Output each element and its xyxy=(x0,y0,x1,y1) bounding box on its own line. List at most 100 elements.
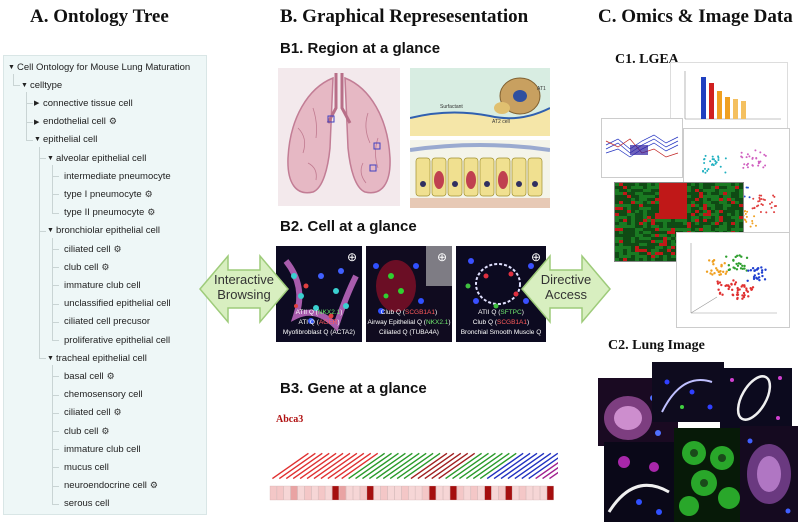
heat-cell[interactable] xyxy=(443,485,450,501)
heat-cell[interactable] xyxy=(346,485,353,501)
heat-cell[interactable] xyxy=(498,485,506,501)
cell-marker-line[interactable]: Airway Epithelial Q (NKX2.1) xyxy=(366,318,452,328)
heat-cell[interactable] xyxy=(470,485,478,501)
heat-cell[interactable] xyxy=(380,485,388,501)
tree-node[interactable]: chemosensory cell xyxy=(60,388,143,402)
tree-node[interactable]: immature club cell xyxy=(60,278,141,292)
heat-cell[interactable] xyxy=(463,485,471,501)
heat-cell[interactable] xyxy=(436,485,443,501)
heat-cell[interactable] xyxy=(332,485,340,501)
cell-marker-line[interactable]: Myofibroblast Q (ACTA2) xyxy=(276,328,362,338)
lung-image-3[interactable] xyxy=(720,368,792,428)
collapse-toggle-icon[interactable]: ▶ xyxy=(34,118,40,126)
tree-node[interactable]: ▼bronchiolar epithelial cell xyxy=(47,224,160,238)
heat-cell[interactable] xyxy=(304,485,312,501)
expand-toggle-icon[interactable]: ▼ xyxy=(47,154,54,162)
gear-icon[interactable]: ⚙ xyxy=(101,425,110,436)
tree-node[interactable]: ▼epithelial cell xyxy=(34,133,97,147)
heat-cell[interactable] xyxy=(325,485,333,501)
cell-image-1[interactable]: ⊕ ATII Q (NKX2.1)ATI Q (AGER)Myofibrobla… xyxy=(276,246,362,342)
tree-node[interactable]: ▼alveolar epithelial cell xyxy=(47,151,146,165)
heat-cell[interactable] xyxy=(366,485,374,501)
lung-region-image[interactable] xyxy=(278,68,400,206)
heat-cell[interactable] xyxy=(290,485,298,501)
cell-marker-line[interactable]: Club Q (SCGB1A1) xyxy=(366,308,452,318)
heat-cell[interactable] xyxy=(477,485,485,501)
expand-toggle-icon[interactable]: ▼ xyxy=(21,81,28,89)
cell-image-3[interactable]: ⊕ ATII Q (SFTPC)Club Q (SCGB1A1)Bronchia… xyxy=(456,246,546,342)
heat-cell[interactable] xyxy=(297,485,305,501)
heat-cell[interactable] xyxy=(519,485,527,501)
tree-node[interactable]: serous cell xyxy=(60,497,109,511)
cell-marker-line[interactable]: ATII Q (NKX2.1) xyxy=(276,308,362,318)
heat-cell[interactable] xyxy=(408,485,416,501)
heat-cell[interactable] xyxy=(352,485,360,501)
cell-marker-line[interactable]: ATII Q (SFTPC) xyxy=(456,308,546,318)
heat-cell[interactable] xyxy=(373,485,381,501)
gene-heatmap[interactable] xyxy=(268,426,558,522)
lgea-bar-chart-thumbnail[interactable] xyxy=(670,62,788,134)
gear-icon[interactable]: ⚙ xyxy=(149,480,158,491)
gear-icon[interactable]: ⚙ xyxy=(101,261,110,272)
heat-cell[interactable] xyxy=(276,485,284,501)
expand-toggle-icon[interactable]: ▼ xyxy=(8,63,15,71)
lgea-line-chart-thumbnail[interactable] xyxy=(601,118,683,178)
alveolus-diagram[interactable]: Surfactant AT2 cell AT1 xyxy=(410,68,550,136)
tree-node[interactable]: ciliated cell⚙ xyxy=(60,242,122,256)
heat-cell[interactable] xyxy=(387,485,395,501)
lung-image-2[interactable] xyxy=(652,362,724,422)
heat-cell[interactable] xyxy=(505,485,513,501)
heat-cell[interactable] xyxy=(269,485,277,501)
heat-cell[interactable] xyxy=(415,485,423,501)
cell-image-2[interactable]: ⊕ Club Q (SCGB1A1)Airway Epithelial Q (N… xyxy=(366,246,452,342)
cell-marker-line[interactable]: Bronchial Smooth Muscle Q xyxy=(456,328,546,338)
zoom-icon[interactable]: ⊕ xyxy=(530,250,541,264)
heat-cell[interactable] xyxy=(484,485,492,501)
cell-marker-line[interactable]: Club Q (SCGB1A1) xyxy=(456,318,546,328)
gear-icon[interactable]: ⚙ xyxy=(113,243,122,254)
lung-image-6[interactable] xyxy=(740,426,798,522)
heat-cell[interactable] xyxy=(533,485,540,501)
heat-cell[interactable] xyxy=(512,485,520,501)
tree-node[interactable]: ▼tracheal epithelial cell xyxy=(47,351,147,365)
tree-node[interactable]: ▼Cell Ontology for Mouse Lung Maturation xyxy=(8,60,190,74)
tree-node[interactable]: type I pneumocyte⚙ xyxy=(60,187,153,201)
heat-cell[interactable] xyxy=(526,485,533,501)
gear-icon[interactable]: ⚙ xyxy=(106,370,115,381)
heat-cell[interactable] xyxy=(311,485,319,501)
tree-node[interactable]: unclassified epithelial cell xyxy=(60,297,171,311)
cell-marker-line[interactable]: ATI Q (AGER) xyxy=(276,318,362,328)
heat-cell[interactable] xyxy=(394,485,402,501)
airway-epithelium-diagram[interactable] xyxy=(410,140,550,208)
expand-toggle-icon[interactable]: ▼ xyxy=(34,136,41,144)
tree-node[interactable]: ▶endothelial cell⚙ xyxy=(34,115,117,129)
tree-node[interactable]: basal cell⚙ xyxy=(60,369,115,383)
lung-image-5[interactable] xyxy=(674,428,744,522)
zoom-icon[interactable]: ⊕ xyxy=(346,250,357,264)
tree-node[interactable]: proliferative epithelial cell xyxy=(60,333,170,347)
heat-cell[interactable] xyxy=(456,485,464,501)
tree-node[interactable]: ▶connective tissue cell xyxy=(34,96,133,110)
tree-node[interactable]: ▼celltype xyxy=(21,78,62,92)
tree-node[interactable]: club cell⚙ xyxy=(60,260,109,274)
heat-cell[interactable] xyxy=(283,485,291,501)
tree-node[interactable]: type II pneumocyte⚙ xyxy=(60,206,155,220)
cell-marker-line[interactable]: Ciliated Q (TUBA4A) xyxy=(366,328,452,338)
tree-node[interactable]: immature club cell xyxy=(60,442,141,456)
tree-node[interactable]: ciliated cell⚙ xyxy=(60,406,122,420)
heat-cell[interactable] xyxy=(429,485,436,501)
gear-icon[interactable]: ⚙ xyxy=(113,407,122,418)
expand-toggle-icon[interactable]: ▼ xyxy=(47,354,54,362)
heat-cell[interactable] xyxy=(422,485,430,501)
expand-toggle-icon[interactable]: ▼ xyxy=(47,227,54,235)
heat-cell[interactable] xyxy=(546,485,554,501)
lung-image-4[interactable] xyxy=(604,442,676,522)
collapse-toggle-icon[interactable]: ▶ xyxy=(34,100,40,108)
heat-cell[interactable] xyxy=(318,485,326,501)
heat-cell[interactable] xyxy=(491,485,499,501)
tree-node[interactable]: mucus cell xyxy=(60,460,109,474)
tree-node[interactable]: ciliated cell precusor xyxy=(60,315,150,329)
gear-icon[interactable]: ⚙ xyxy=(144,188,153,199)
tree-node[interactable]: neuroendocrine cell⚙ xyxy=(60,479,158,493)
gear-icon[interactable]: ⚙ xyxy=(108,116,117,127)
